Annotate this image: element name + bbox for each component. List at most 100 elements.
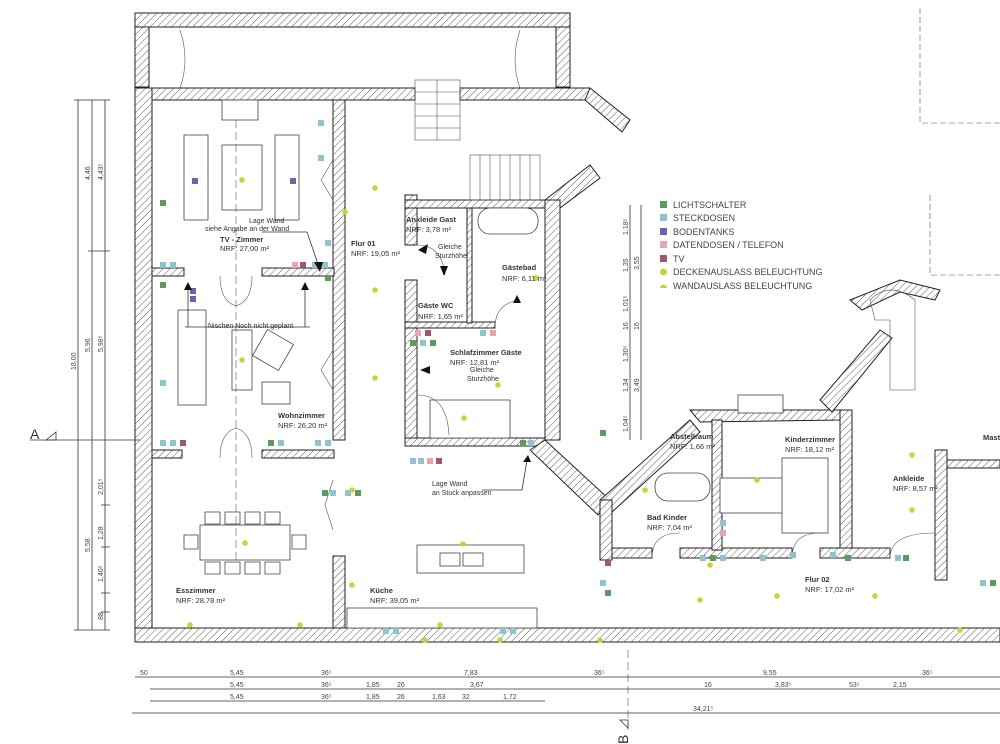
dim-bottom: 36⁵ <box>594 670 605 677</box>
room-area-flur02: NRF: 17,02 m² <box>805 585 855 594</box>
ceiling-light-symbol <box>297 622 303 628</box>
room-area-kueche: NRF: 39,05 m² <box>370 596 420 605</box>
note-sturz-1a: Gleiche <box>438 244 462 251</box>
room-area-bad-kinder: NRF: 7,04 m² <box>647 523 693 532</box>
electrical-outlet-symbol <box>410 458 416 464</box>
electrical-outlet-symbol <box>330 490 336 496</box>
electrical-outlet-symbol <box>710 555 716 561</box>
dimensions-bottom: 50 5,45 36⁵ 7,83 36⁵ 9,55 36⁵ 5,45 36⁵ 1… <box>132 670 1000 744</box>
terrace <box>134 12 571 89</box>
legend-swatch-tv <box>660 255 667 262</box>
electrical-symbols <box>160 120 996 643</box>
electrical-outlet-symbol <box>160 262 166 268</box>
electrical-outlet-symbol <box>845 555 851 561</box>
room-name-flur02: Flur 02 <box>805 575 830 584</box>
room-name-kinderzimmer: Kinderzimmer <box>785 435 835 444</box>
room-name-bad-kinder: Bad Kinder <box>647 513 687 522</box>
dim-left: 5,96 <box>85 338 92 352</box>
dim-bottom: 3,67 <box>470 682 484 689</box>
ceiling-light-symbol <box>697 597 703 603</box>
electrical-outlet-symbol <box>318 155 324 161</box>
electrical-outlet-symbol <box>436 458 442 464</box>
dim-bottom: 3,83⁵ <box>775 682 792 689</box>
legend-swatch-datendosen <box>660 241 667 248</box>
ceiling-light-symbol <box>597 637 603 643</box>
section-marker-a: A <box>30 426 40 442</box>
room-name-schlafzimmer-gaeste: Schlafzimmer Gäste <box>450 348 522 357</box>
note-sturz-2a: Gleiche <box>470 367 494 374</box>
dim-bottom: 1,63 <box>432 694 446 701</box>
room-name-ankleide-gast: Ankleide Gast <box>406 215 457 224</box>
exterior-walls <box>134 87 1000 643</box>
room-area-gaeste-wc: NRF: 1,65 m² <box>418 312 464 321</box>
ceiling-light-symbol <box>707 562 713 568</box>
dim-bottom: 36⁵ <box>321 670 332 677</box>
electrical-outlet-symbol <box>427 458 433 464</box>
electrical-outlet-symbol <box>500 628 506 634</box>
dim-bottom: 7,83 <box>464 670 478 677</box>
stairs <box>414 79 916 391</box>
room-name-ankleide: Ankleide <box>893 474 924 483</box>
electrical-outlet-symbol <box>278 440 284 446</box>
legend: LICHTSCHALTER STECKDOSEN BODENTANKS DATE… <box>660 200 823 291</box>
dim-bottom: 36⁵ <box>321 682 332 689</box>
dim-mid: 1,35 <box>623 258 630 272</box>
electrical-outlet-symbol <box>160 380 166 386</box>
legend-swatch-wandauslass <box>660 284 667 288</box>
electrical-outlet-symbol <box>292 262 298 268</box>
electrical-outlet-symbol <box>325 240 331 246</box>
ceiling-light-symbol <box>372 375 378 381</box>
electrical-outlet-symbol <box>315 440 321 446</box>
dim-bottom: 32 <box>462 694 470 701</box>
ceiling-light-symbol <box>239 357 245 363</box>
legend-label: DECKENAUSLASS BELEUCHTUNG <box>673 267 823 277</box>
electrical-outlet-symbol <box>830 552 836 558</box>
electrical-outlet-symbol <box>322 262 328 268</box>
electrical-outlet-symbol <box>170 262 176 268</box>
ceiling-light-symbol <box>774 593 780 599</box>
room-area-tv: NRF: 27,00 m² <box>220 244 270 253</box>
electrical-outlet-symbol <box>760 555 766 561</box>
ceiling-light-symbol <box>533 275 539 281</box>
electrical-outlet-symbol <box>290 178 296 184</box>
electrical-outlet-symbol <box>903 555 909 561</box>
dim-mid: 3,55 <box>634 256 641 270</box>
legend-label: TV <box>673 254 685 264</box>
electrical-outlet-symbol <box>190 296 196 302</box>
note-sturz-2b: Sturzhöhe <box>467 376 499 383</box>
room-name-abstellraum: Abstellraum <box>670 432 714 441</box>
electrical-outlet-symbol <box>990 580 996 586</box>
ceiling-light-symbol <box>437 622 443 628</box>
electrical-outlet-symbol <box>160 282 166 288</box>
legend-label: LICHTSCHALTER <box>673 200 747 210</box>
legend-label: DATENDOSEN / TELEFON <box>673 240 784 250</box>
room-area-flur01: NRF: 19,05 m² <box>351 249 401 258</box>
room-name-gaeste-wc: Gäste WC <box>418 301 454 310</box>
electrical-outlet-symbol <box>420 340 426 346</box>
room-area-gaestebad: NRF: 6,11 m² <box>502 274 547 283</box>
dim-bottom: 36⁵ <box>922 670 933 677</box>
note-lage-wand-detail: siehe Angabe an der Wand <box>205 226 289 233</box>
electrical-outlet-symbol <box>720 520 726 526</box>
electrical-outlet-symbol <box>325 275 331 281</box>
legend-swatch-lichtschalter <box>660 201 667 208</box>
note-nischen: Nischen Noch nicht geplant <box>208 323 293 330</box>
electrical-outlet-symbol <box>520 440 526 446</box>
note-sturz-1b: Sturzhöhe <box>435 253 467 260</box>
dim-bottom: 36⁵ <box>321 694 332 701</box>
ceiling-light-symbol <box>460 541 466 547</box>
note-stuck-2: an Stuck anpassen <box>432 490 492 497</box>
room-name-gaestebad: Gästebad <box>502 263 537 272</box>
ceiling-light-symbol <box>239 177 245 183</box>
dim-mid: 1,30⁵ <box>623 345 630 362</box>
annotation-arrows <box>184 231 531 491</box>
dim-bottom: 26 <box>397 682 405 689</box>
ceiling-light-symbol <box>495 382 501 388</box>
electrical-outlet-symbol <box>480 330 486 336</box>
ceiling-light-symbol <box>372 287 378 293</box>
electrical-outlet-symbol <box>318 120 324 126</box>
ceiling-light-symbol <box>461 415 467 421</box>
ceiling-light-symbol <box>349 487 355 493</box>
room-area-wohnzimmer: NRF: 26,20 m² <box>278 421 328 430</box>
electrical-outlet-symbol <box>605 590 611 596</box>
